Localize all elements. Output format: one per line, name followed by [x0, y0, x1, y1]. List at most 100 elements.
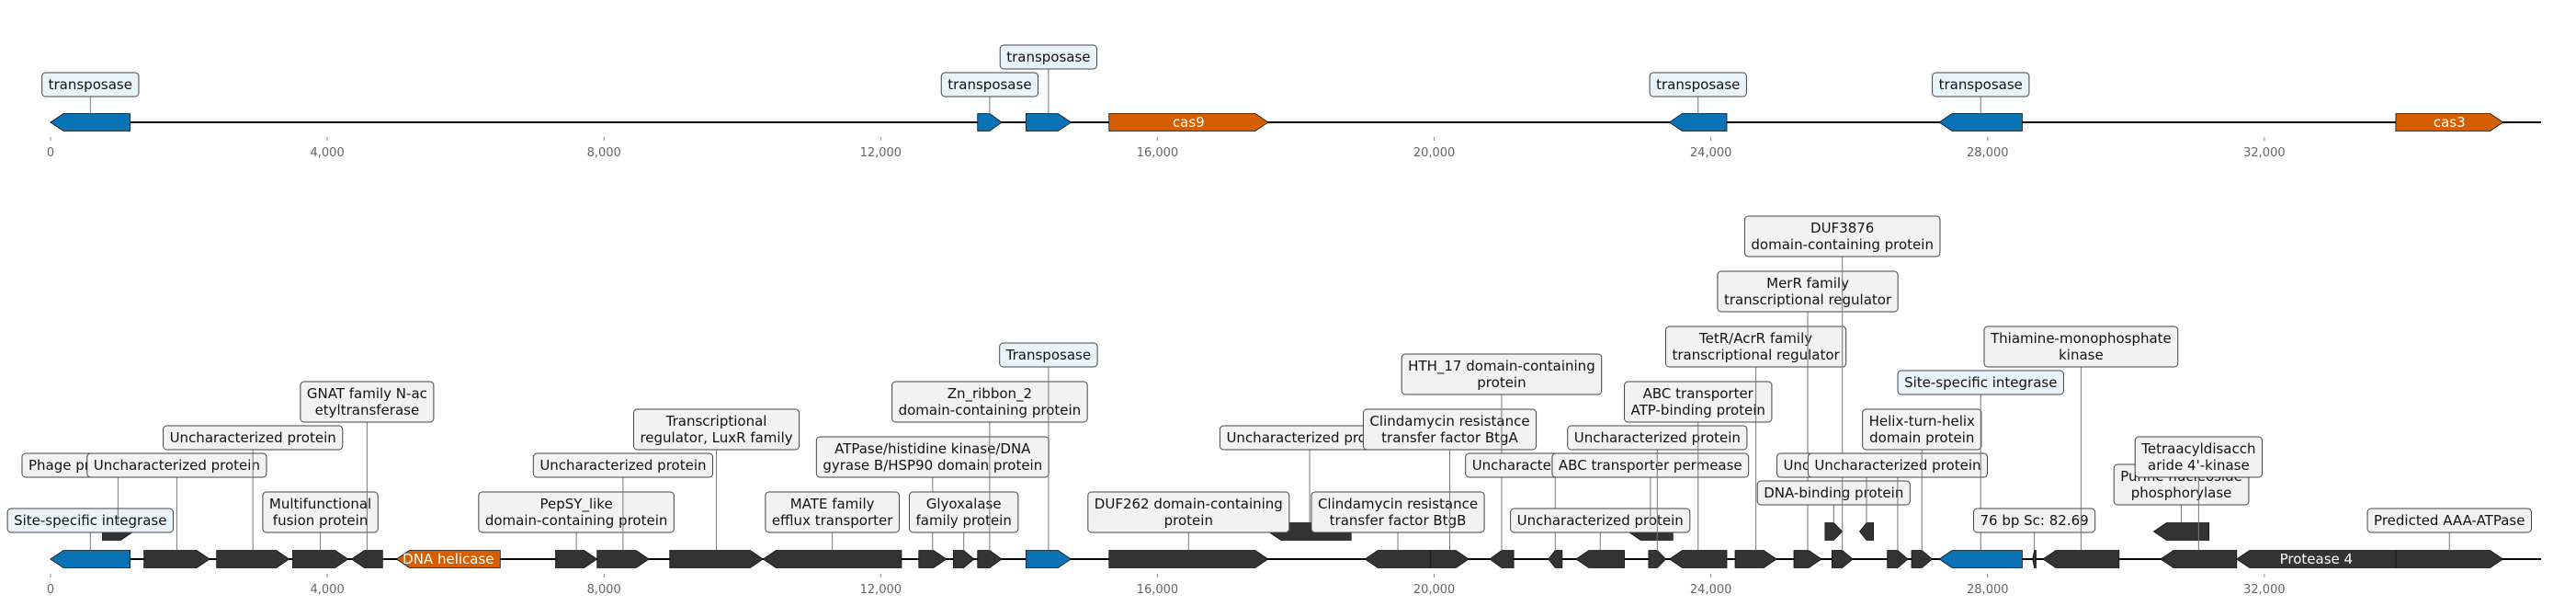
- gene-label: DNA-binding protein: [1764, 485, 1903, 501]
- gene-arrow[interactable]: [1824, 522, 1844, 541]
- gene-label-box: [1807, 452, 1989, 478]
- gene-arrow[interactable]: [1489, 550, 1515, 568]
- gene-label-box: [908, 491, 1019, 533]
- gene-arrow[interactable]: [1734, 550, 1777, 568]
- axis-tick-label: 24,000: [1690, 146, 1732, 160]
- gene-arrow[interactable]: [1575, 550, 1625, 568]
- gene-label: 76 bp Sc: 82.69: [1980, 512, 2088, 529]
- axis-tick-label: 0: [47, 146, 54, 160]
- gene-arrow[interactable]: [292, 550, 349, 568]
- gene-arrow[interactable]: [1026, 113, 1072, 131]
- gene-arrow[interactable]: [762, 550, 902, 568]
- gene-arrow[interactable]: [395, 550, 501, 568]
- gene-arrow[interactable]: [2160, 550, 2238, 568]
- gene-arrow[interactable]: [2032, 550, 2037, 568]
- gene-label: Uncharacterized protein: [94, 457, 260, 474]
- gene-inner-label: cas9: [1173, 114, 1205, 131]
- gene-arrow[interactable]: [2152, 522, 2210, 541]
- axis-tick-label: 4,000: [311, 146, 345, 160]
- gene-arrow[interactable]: [1887, 550, 1909, 568]
- gene-arrow[interactable]: [143, 550, 210, 568]
- gene-arrow[interactable]: [1938, 113, 2023, 131]
- gene-arrow[interactable]: [50, 550, 131, 568]
- gene-arrow[interactable]: [1108, 550, 1269, 568]
- gene-arrow[interactable]: [2042, 550, 2120, 568]
- gene-label-box: [1551, 452, 1750, 478]
- gene-label-box: [1401, 353, 1603, 395]
- gene-arrow[interactable]: [952, 550, 975, 568]
- gene-arrow[interactable]: [918, 550, 948, 568]
- axis-tick-label: 8,000: [587, 583, 621, 597]
- gene-arrow[interactable]: [669, 550, 765, 568]
- gene-arrow[interactable]: [1548, 550, 1563, 568]
- gene-arrow[interactable]: [1648, 550, 1667, 568]
- axis-tick-label: 16,000: [1137, 146, 1179, 160]
- gene-label-box: [1510, 508, 1691, 533]
- axis-tick-label: 28,000: [1967, 583, 2009, 597]
- gene-arrow[interactable]: [555, 550, 598, 568]
- gene-arrow[interactable]: [1938, 550, 2023, 568]
- gene-arrow[interactable]: [216, 550, 290, 568]
- gene-inner-label: Protease 4: [2280, 551, 2353, 567]
- gene-label-box: [41, 72, 140, 97]
- gene-label: transposase: [1006, 49, 1090, 65]
- gene-arrow[interactable]: [977, 113, 1003, 131]
- gene-label-box: [86, 452, 267, 478]
- gene-label: transposase: [49, 76, 132, 93]
- gene-label-box: [1897, 370, 2064, 395]
- gene-label-box: [300, 381, 435, 423]
- axis-tick-label: 16,000: [1137, 583, 1179, 597]
- gene-arrow[interactable]: [596, 550, 650, 568]
- axis-tick-label: 20,000: [1413, 146, 1456, 160]
- gene-arrow[interactable]: [50, 113, 131, 131]
- gene-label-box: [1567, 425, 1748, 451]
- gene-label: Transposase: [1005, 347, 1091, 363]
- gene-arrow[interactable]: [1859, 522, 1874, 541]
- gene-label: Uncharacterized protein: [1814, 457, 1980, 474]
- gene-label: Site-specific integrase: [1904, 374, 2057, 391]
- axis-tick-label: 8,000: [587, 146, 621, 160]
- gene-arrow[interactable]: [2395, 550, 2504, 568]
- gene-label-box: [1311, 491, 1485, 533]
- gene-label-box: [765, 491, 900, 533]
- gene-arrow[interactable]: [1793, 550, 1822, 568]
- gene-arrow[interactable]: [1364, 550, 1432, 568]
- gene-arrow[interactable]: [350, 550, 383, 568]
- gene-arrow[interactable]: [1026, 550, 1072, 568]
- gene-label-box: [999, 44, 1098, 70]
- gene-label: transposase: [1939, 76, 2023, 93]
- gene-label-box: [999, 342, 1098, 368]
- gene-label-box: [1932, 72, 2030, 97]
- gene-label-box: [532, 452, 714, 478]
- gene-arrow[interactable]: [2395, 113, 2504, 131]
- gene-label-box: [1362, 408, 1538, 451]
- axis-tick-label: 32,000: [2243, 146, 2286, 160]
- gene-label-box: [1664, 326, 1847, 368]
- gene-arrow[interactable]: [1668, 550, 1728, 568]
- gene-arrow[interactable]: [1430, 550, 1470, 568]
- gene-arrow[interactable]: [1108, 113, 1269, 131]
- axis-tick-label: 4,000: [311, 583, 345, 597]
- gene-label-box: [2134, 436, 2264, 478]
- gene-arrow[interactable]: [977, 550, 1003, 568]
- gene-arrow[interactable]: [1832, 550, 1854, 568]
- gene-arrow[interactable]: [1668, 113, 1728, 131]
- gene-arrow[interactable]: [1911, 550, 1934, 568]
- gene-label: transposase: [1656, 76, 1740, 93]
